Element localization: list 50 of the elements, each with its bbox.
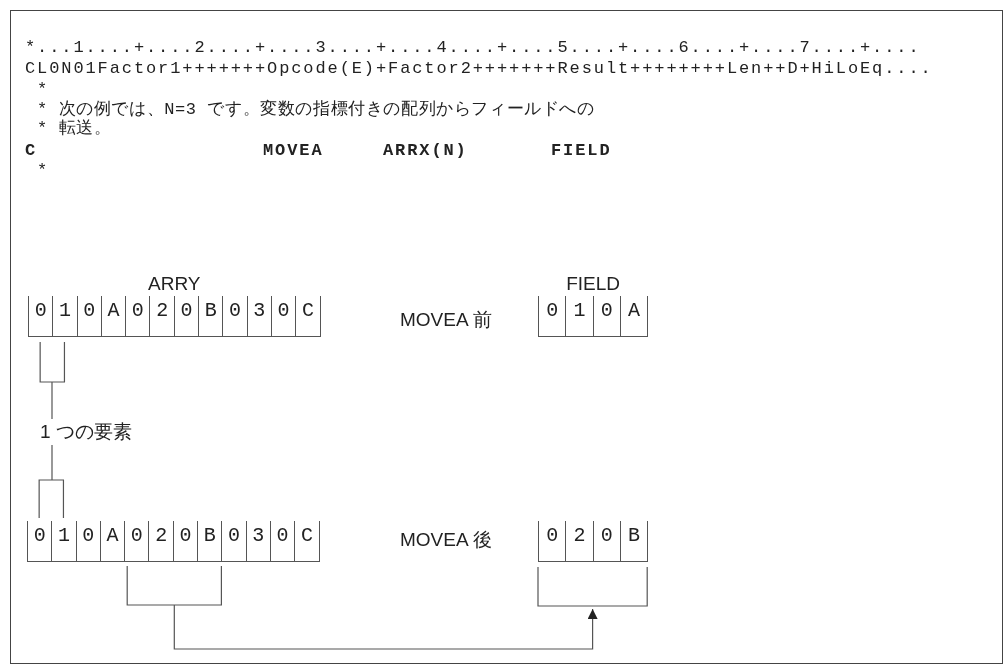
- array-value: 2: [149, 296, 174, 336]
- array-value: 2: [565, 521, 593, 561]
- array-value: 0: [173, 296, 199, 336]
- arrow: [126, 565, 598, 650]
- state-caption: MOVEA 前: [400, 308, 492, 332]
- code-token: FIELD: [551, 140, 612, 161]
- code-token: ARRX(N): [383, 140, 468, 161]
- array-value: 0: [538, 296, 566, 336]
- array-name: ARRY: [148, 272, 201, 296]
- array-value: 0: [222, 296, 247, 336]
- array-value: B: [619, 521, 648, 561]
- array-value: 0: [592, 296, 620, 336]
- array-value: 0: [592, 521, 620, 561]
- array-value: 0: [28, 296, 53, 336]
- array-value: 0: [75, 521, 100, 561]
- comment-line: * 転送。: [37, 118, 112, 139]
- array-value: 0: [76, 296, 101, 336]
- comment-mark: *: [37, 160, 50, 181]
- array-value: 1: [51, 521, 76, 561]
- comment-mark: *: [37, 79, 50, 100]
- array-value: 0: [270, 296, 296, 336]
- array-value: 0: [269, 521, 295, 561]
- element-label: 1 つの要素: [40, 419, 132, 445]
- array-value: 0: [172, 521, 198, 561]
- array-value: A: [99, 521, 125, 561]
- state-caption: MOVEA 後: [400, 528, 492, 552]
- array-value: 3: [245, 521, 270, 561]
- array-value: 1: [565, 296, 593, 336]
- column-header: CL0N01Factor1+++++++Opcode(E)+Factor2+++++++Result++++++++Len++D+HiLoEq....: [25, 58, 933, 79]
- array-value: A: [100, 296, 126, 336]
- array-value: 0: [124, 521, 149, 561]
- array-value: C: [294, 521, 319, 561]
- column-ruler: *...1....+....2....+....3....+....4....+....5....+....6....+....7....+....: [25, 37, 921, 58]
- code-token: C: [25, 140, 38, 161]
- array-value: 1: [52, 296, 77, 336]
- bracket-line: [39, 341, 66, 420]
- array-value: 0: [221, 521, 246, 561]
- array-value: 2: [148, 521, 173, 561]
- array-value: 0: [27, 521, 52, 561]
- array-value: B: [198, 296, 223, 336]
- code-token: MOVEA: [263, 140, 324, 161]
- array-name: FIELD: [566, 272, 620, 296]
- array-value: 0: [538, 521, 566, 561]
- array-value: C: [295, 296, 320, 336]
- array-value: 3: [246, 296, 271, 336]
- array-value: B: [197, 521, 222, 561]
- bracket-line: [38, 444, 65, 519]
- array-value: 0: [125, 296, 150, 336]
- array-value: A: [619, 296, 648, 336]
- comment-line: * 次の例では、N=3 です。変数の指標付きの配列からフィールドへの: [37, 99, 595, 119]
